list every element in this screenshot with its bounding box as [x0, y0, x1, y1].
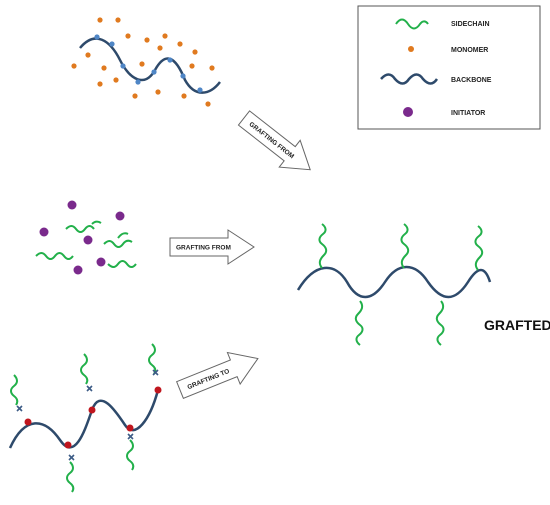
- arrow-shape: [169, 229, 255, 265]
- graft-points: [24, 386, 162, 449]
- linker-ends: [16, 369, 159, 461]
- grafting-from-backbone-group: [71, 17, 221, 107]
- arrow-shape: [237, 110, 311, 171]
- arrow-shape: [175, 351, 259, 399]
- initiators: [39, 200, 125, 275]
- backbone-chain: [8, 389, 160, 449]
- legend-monomer-label: MONOMER: [451, 47, 488, 54]
- legend-backbone-label: BACKBONE: [451, 77, 492, 84]
- legend-initiator-label: INITIATOR: [451, 110, 485, 117]
- attached-sidechains: [318, 223, 484, 346]
- backbone-legend-icon: [380, 73, 439, 85]
- arrow-middle-label: GRAFTING FROM: [176, 245, 231, 252]
- grafted-label: GRAFTED: [484, 317, 550, 333]
- grafting-from-arrow-middle: GRAFTING FROM: [169, 229, 255, 265]
- grafting-from-arrow-top: GRAFTING FROM: [237, 110, 311, 171]
- grafted-polymer: GRAFTED: [296, 223, 550, 346]
- grafting-to-group: [8, 343, 162, 493]
- legend-box: [357, 5, 541, 130]
- monomer-legend-icon: [408, 46, 414, 52]
- free-sidechains: [35, 220, 137, 268]
- initiator-legend-icon: [403, 107, 413, 117]
- grafting-to-arrow: GRAFTING TO: [175, 351, 259, 399]
- sidechain-legend-icon: [395, 18, 429, 30]
- legend: SIDECHAIN MONOMER BACKBONE INITIATOR: [357, 5, 541, 130]
- backbone-initiation-sites: [94, 34, 203, 93]
- legend-sidechain-label: SIDECHAIN: [451, 21, 490, 28]
- detached-sidechains: [10, 343, 157, 493]
- initiator-sidechain-mix: [35, 200, 137, 275]
- backbone-chain: [296, 265, 492, 299]
- monomer-cloud: [71, 17, 215, 107]
